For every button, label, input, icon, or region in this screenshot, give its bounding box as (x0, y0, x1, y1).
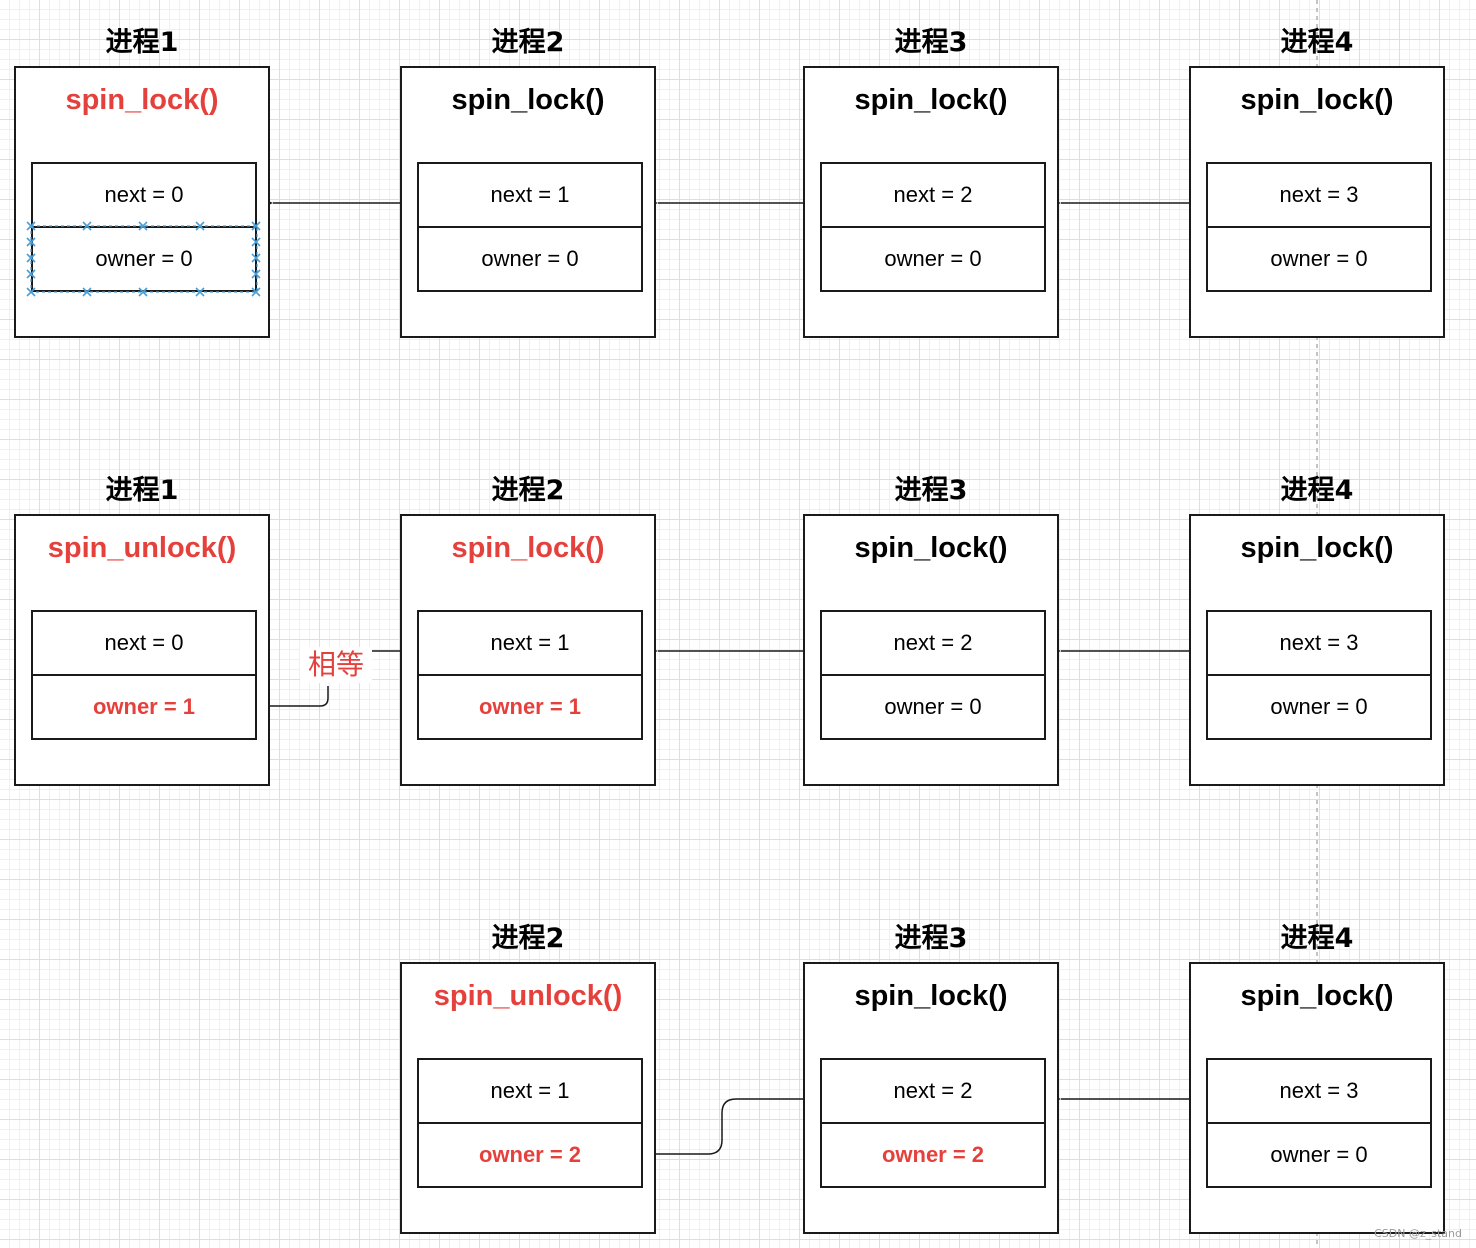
process-box[interactable]: spin_lock() next = 2 owner = 0 (803, 514, 1059, 786)
process-box[interactable]: spin_lock() next = 2 owner = 2 (803, 962, 1059, 1234)
process-title: 进程2 (491, 923, 565, 954)
equal-label: 相等 (300, 647, 372, 683)
function-label: spin_lock() (854, 84, 1008, 116)
next-field[interactable]: next = 1 (417, 1058, 643, 1124)
selection-outline (30, 225, 258, 293)
process-box[interactable]: spin_lock() next = 1 owner = 0 (400, 66, 656, 338)
next-field[interactable]: next = 3 (1206, 610, 1432, 676)
owner-field[interactable]: owner = 0 (820, 226, 1046, 292)
next-field[interactable]: next = 3 (1206, 1058, 1432, 1124)
function-label: spin_lock() (854, 980, 1008, 1012)
function-label: spin_lock() (1240, 532, 1394, 564)
process-box[interactable]: spin_lock() next = 1 owner = 1 (400, 514, 656, 786)
arrow-equal-p2-to-p1-owner[interactable] (257, 650, 400, 706)
process-title: 进程2 (491, 27, 565, 58)
owner-field[interactable]: owner = 0 (417, 226, 643, 292)
owner-field[interactable]: owner = 0 (820, 674, 1046, 740)
process-box[interactable]: spin_unlock() next = 1 owner = 2 (400, 962, 656, 1234)
process-box[interactable]: spin_unlock() next = 0 owner = 1 (14, 514, 270, 786)
process-title: 进程3 (894, 923, 968, 954)
watermark: CSDN @z_stand (1374, 1227, 1462, 1240)
owner-field[interactable]: owner = 1 (31, 674, 257, 740)
next-field[interactable]: next = 1 (417, 162, 643, 228)
process-box[interactable]: spin_lock() next = 3 owner = 0 (1189, 514, 1445, 786)
arrow-p3-to-p2-owner-row3[interactable] (631, 1098, 804, 1159)
next-field[interactable]: next = 0 (31, 610, 257, 676)
process-title: 进程3 (894, 475, 968, 506)
owner-field[interactable]: owner = 2 (417, 1122, 643, 1188)
owner-field[interactable]: owner = 0 (31, 226, 257, 292)
process-title: 进程4 (1280, 923, 1354, 954)
process-title: 进程3 (894, 27, 968, 58)
owner-field[interactable]: owner = 0 (1206, 1122, 1432, 1188)
owner-field[interactable]: owner = 2 (820, 1122, 1046, 1188)
selection-handle-markers (26, 221, 261, 297)
function-label: spin_unlock() (433, 980, 623, 1012)
function-label: spin_lock() (65, 84, 219, 116)
process-box[interactable]: spin_lock() next = 2 owner = 0 (803, 66, 1059, 338)
owner-field[interactable]: owner = 0 (1206, 674, 1432, 740)
next-field[interactable]: next = 2 (820, 162, 1046, 228)
next-field[interactable]: next = 2 (820, 1058, 1046, 1124)
process-title: 进程1 (105, 475, 179, 506)
process-title: 进程4 (1280, 27, 1354, 58)
function-label: spin_unlock() (47, 532, 237, 564)
owner-field[interactable]: owner = 1 (417, 674, 643, 740)
process-box[interactable]: spin_lock() next = 3 owner = 0 (1189, 66, 1445, 338)
next-field[interactable]: next = 3 (1206, 162, 1432, 228)
function-label: spin_lock() (451, 532, 605, 564)
function-label: spin_lock() (1240, 84, 1394, 116)
process-box[interactable]: spin_lock() next = 3 owner = 0 (1189, 962, 1445, 1234)
function-label: spin_lock() (1240, 980, 1394, 1012)
process-title: 进程4 (1280, 475, 1354, 506)
owner-field[interactable]: owner = 0 (1206, 226, 1432, 292)
process-title: 进程2 (491, 475, 565, 506)
function-label: spin_lock() (451, 84, 605, 116)
next-field[interactable]: next = 1 (417, 610, 643, 676)
process-title: 进程1 (105, 27, 179, 58)
function-label: spin_lock() (854, 532, 1008, 564)
